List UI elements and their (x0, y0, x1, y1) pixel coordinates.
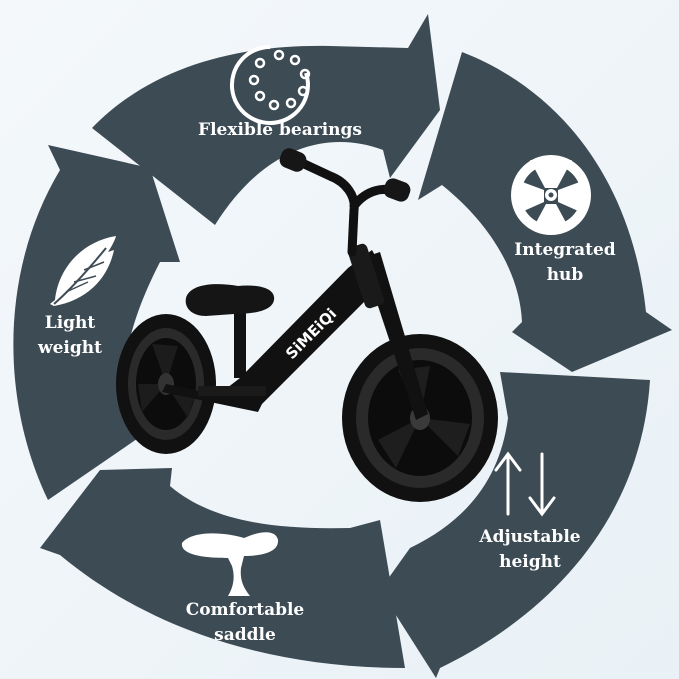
feature-label-line: Integrated (514, 240, 616, 260)
saddle-icon (181, 532, 279, 596)
feature-label-line: Flexible bearings (198, 120, 362, 140)
feature-label-line: height (499, 552, 561, 572)
feature-label-line: weight (37, 338, 102, 358)
bike-frame (214, 250, 382, 404)
feature-label-line: Comfortable (185, 600, 305, 620)
feature-label-integrated-hub: Integrated hub (495, 238, 635, 288)
feature-label-comfortable-saddle: Comfortable saddle (165, 598, 325, 648)
bike-handlebar (295, 157, 405, 257)
arrow-segment-top (92, 14, 440, 225)
feature-label-line: Adjustable (479, 527, 581, 547)
feature-label-line: hub (546, 265, 584, 285)
bike-seat-post (234, 306, 246, 378)
arrow-segment-left (13, 145, 180, 500)
feature-label-light-weight: Light weight (30, 311, 110, 361)
wheel-hub-icon (511, 155, 591, 235)
feature-label-flexible-bearings: Flexible bearings (180, 118, 380, 143)
arrow-segment-lower-right (380, 372, 650, 678)
feature-label-adjustable-height: Adjustable height (450, 525, 610, 575)
arrow-segment-lower-left (40, 468, 405, 668)
bearing-icon (229, 45, 311, 125)
bike-saddle (185, 284, 275, 316)
feather-icon (50, 236, 116, 306)
feature-label-line: Light (44, 313, 96, 333)
feature-label-line: saddle (214, 625, 276, 645)
balance-bike: SiMEiQi (116, 148, 498, 502)
up-down-arrows-icon (494, 451, 556, 517)
